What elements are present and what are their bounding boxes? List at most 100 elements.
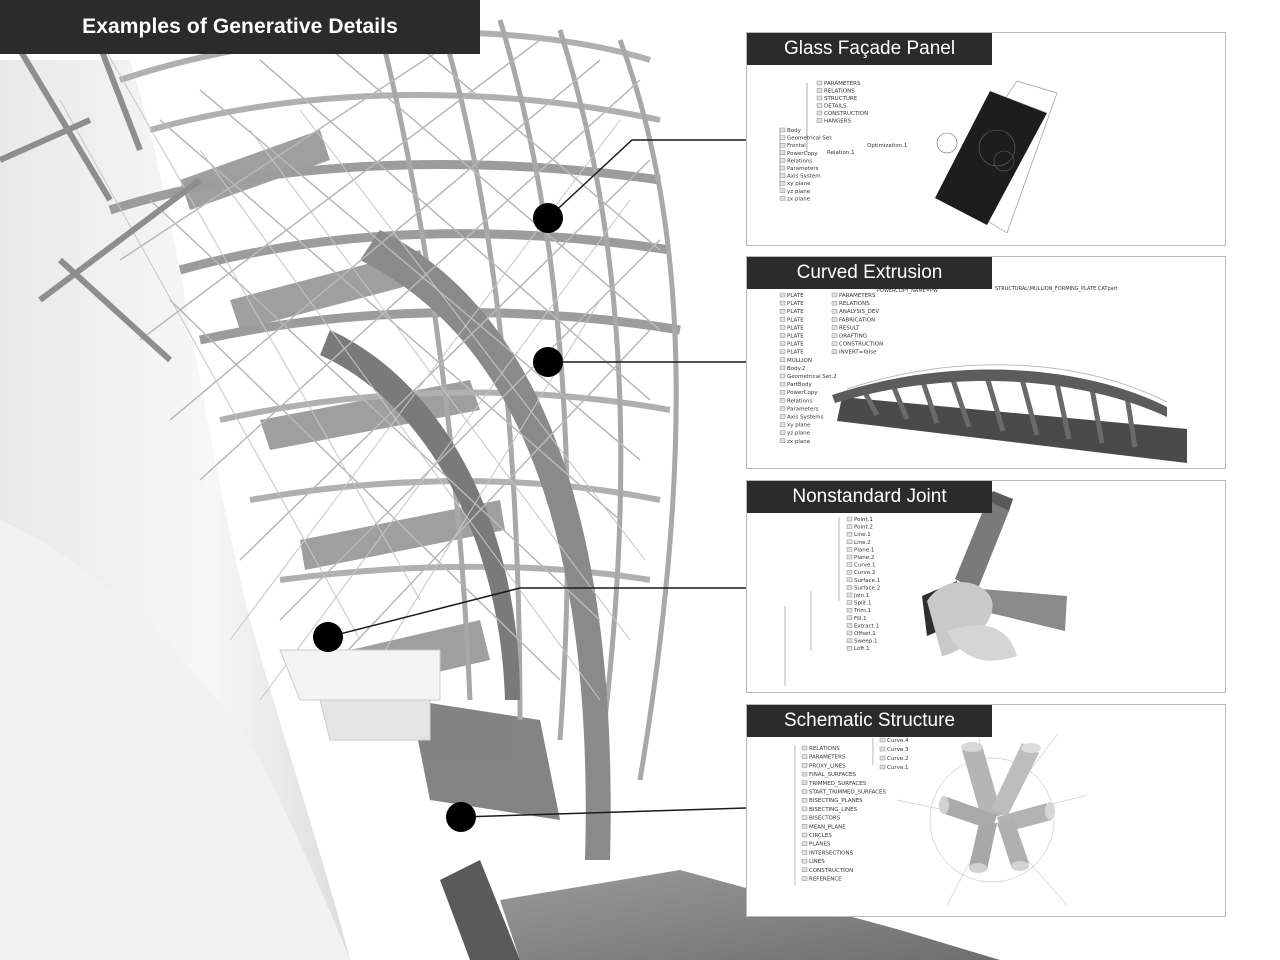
- tree-node-label[interactable]: Loft.1: [854, 646, 870, 652]
- tree-node-label[interactable]: PLATE: [787, 334, 804, 340]
- tree-node-label[interactable]: DETAILS: [824, 104, 847, 110]
- tree-node-label[interactable]: STRUCTURE: [824, 96, 858, 102]
- tree-node-label[interactable]: PartBody: [787, 382, 812, 388]
- tree-node-label[interactable]: RELATIONS: [824, 89, 855, 95]
- tree-node-label[interactable]: RESULT: [839, 325, 860, 331]
- base-plate: [837, 397, 1187, 463]
- tree-node-icon: [879, 746, 886, 752]
- tree-node-label[interactable]: BISECTING_LINES: [809, 807, 858, 813]
- tree-node-label[interactable]: Line.2: [854, 540, 871, 546]
- tree-node-label[interactable]: PLATE: [787, 325, 804, 331]
- tree-node-label[interactable]: Geometrical Set.2: [787, 374, 837, 380]
- tree-node-label[interactable]: Relations: [787, 158, 812, 164]
- tree-node-label[interactable]: Surface.2: [854, 585, 880, 591]
- tree-node-label[interactable]: FABRICATION: [839, 317, 875, 323]
- tree-node-label[interactable]: REFERENCE: [809, 877, 842, 883]
- tree-node-label[interactable]: zx plane: [787, 439, 811, 445]
- tree-node-label[interactable]: INTERSECTIONS: [809, 850, 854, 856]
- tree-node-label[interactable]: yz plane: [787, 431, 811, 437]
- tree-node-icon: [779, 422, 786, 427]
- tree-node-label[interactable]: MULLION: [787, 358, 812, 364]
- tree-node-label[interactable]: PARAMETERS: [809, 755, 846, 761]
- tree-node-icon: [846, 516, 853, 522]
- callout-marker-3: [313, 622, 343, 652]
- tree-node-label[interactable]: Join.1: [853, 593, 869, 599]
- tree-node-label[interactable]: PLATE: [787, 309, 804, 315]
- tree-node-icon: [846, 532, 853, 537]
- tree-node-label[interactable]: Sweep.1: [854, 639, 878, 645]
- tree-node-label[interactable]: CIRCLES: [809, 833, 832, 839]
- tree-node-label[interactable]: PowerCopy: [787, 390, 818, 396]
- tree-node-icon: [801, 824, 808, 829]
- tree-node-label[interactable]: Curve.2: [854, 570, 875, 576]
- tree-node-label[interactable]: PLATE: [787, 317, 804, 323]
- tree-node-label[interactable]: Line.1: [854, 532, 871, 538]
- tree-node-label[interactable]: Point.2: [854, 525, 873, 531]
- tree-node-label[interactable]: BISECTING_PLANES: [809, 798, 863, 804]
- tree-node-label[interactable]: PARAMETERS: [824, 81, 861, 87]
- tree-node-label[interactable]: PLANES: [809, 842, 831, 848]
- tree-node-label[interactable]: Curve.4: [887, 738, 909, 744]
- tree-node-label[interactable]: HANGERS: [824, 119, 852, 125]
- tree-node-label[interactable]: Plane.1: [854, 547, 874, 553]
- tree-node-label[interactable]: Body.2: [787, 366, 805, 372]
- tree-node-label[interactable]: zx plane: [787, 196, 811, 202]
- tree-node-label[interactable]: RELATIONS: [809, 746, 840, 752]
- tree-node-label[interactable]: CONSTRUCTION: [824, 111, 868, 117]
- tree-node-label[interactable]: CONSTRUCTION: [839, 342, 883, 348]
- tree-node-label[interactable]: START_TRIMMED_SURFACES: [809, 790, 886, 796]
- tree-node-label[interactable]: Surface.1: [854, 578, 880, 584]
- tree-node-label[interactable]: PLATE: [787, 301, 804, 307]
- tree-node-label[interactable]: PLATE: [787, 350, 804, 356]
- tree-node-icon: [779, 127, 786, 133]
- tree-node-label[interactable]: Body: [787, 128, 802, 134]
- tree-node-icon: [779, 341, 786, 346]
- tree-node-label[interactable]: Split.1: [854, 601, 871, 607]
- tree-node-label[interactable]: xy plane: [787, 181, 811, 187]
- tree-node-icon: [801, 850, 808, 855]
- tree-node-label[interactable]: xy plane: [787, 423, 811, 429]
- tree-node-label[interactable]: PROXY_LINES: [809, 763, 846, 769]
- tree-node-label[interactable]: Offset.1: [854, 631, 876, 637]
- tree-node-label[interactable]: Extract.1: [854, 623, 879, 629]
- tree-node-label[interactable]: DRAFTING: [839, 334, 867, 340]
- tree-node-label[interactable]: Trim.1: [853, 608, 871, 614]
- tree-node-label[interactable]: Curve.2: [887, 756, 908, 762]
- tree-node-label[interactable]: yz plane: [787, 189, 811, 195]
- tree-node-label[interactable]: Fill.1: [854, 616, 867, 622]
- tree-node-label[interactable]: Axis System: [787, 174, 821, 180]
- tree-node-label[interactable]: Axis Systems: [787, 415, 824, 421]
- tree-node-label[interactable]: Point.1: [854, 517, 873, 523]
- tree-node-label[interactable]: Parameters: [787, 166, 819, 172]
- tree-node-label[interactable]: PARAMETERS: [839, 293, 876, 299]
- file-path-text: STRUCTURAL\MULLION_FORMING_PLATE.CATpart: [995, 286, 1118, 292]
- tree-node-label[interactable]: MEAN_PLANE: [809, 824, 846, 830]
- tree-node-label[interactable]: RELATIONS: [839, 301, 870, 307]
- tree-node-label[interactable]: Geometrical Set: [787, 136, 832, 142]
- tree-node-label[interactable]: TRIMMED_SURFACES: [808, 781, 867, 787]
- tree-node-label[interactable]: LINES: [809, 859, 825, 865]
- tree-node-label[interactable]: Optimization.1: [867, 143, 907, 149]
- tree-node-icon: [779, 158, 786, 163]
- tree-node-label[interactable]: Curve.1: [887, 765, 908, 771]
- tree-node-label[interactable]: Relation.1: [827, 150, 855, 156]
- tree-node-label[interactable]: Plane.2: [854, 555, 874, 561]
- tree-node-label[interactable]: Parameters: [787, 406, 819, 412]
- tree-node-label[interactable]: PLATE: [787, 293, 804, 299]
- tree-node-label[interactable]: Frontal: [787, 143, 806, 149]
- tree-node-label[interactable]: BISECTORS: [809, 816, 841, 822]
- tree-node-icon: [846, 524, 853, 529]
- tree-node-label[interactable]: PLATE: [787, 342, 804, 348]
- tree-node-label[interactable]: ANALYSIS_DEV: [839, 309, 879, 315]
- tree-node-icon: [801, 754, 808, 759]
- tree-node-label[interactable]: PowerCopy: [787, 151, 818, 157]
- tree-node-label[interactable]: CONSTRUCTION: [809, 868, 853, 874]
- tree-node-label[interactable]: Relations: [787, 398, 812, 404]
- tree-node-label[interactable]: Curve.1: [854, 563, 875, 569]
- tree-node-label[interactable]: Curve.3: [887, 747, 909, 753]
- tree-node-label[interactable]: FINAL_SURFACES: [809, 772, 856, 778]
- tree-node-label[interactable]: INVERT=false: [839, 350, 877, 356]
- tree-node-icon: [801, 815, 808, 820]
- tree-node-icon: [816, 80, 823, 86]
